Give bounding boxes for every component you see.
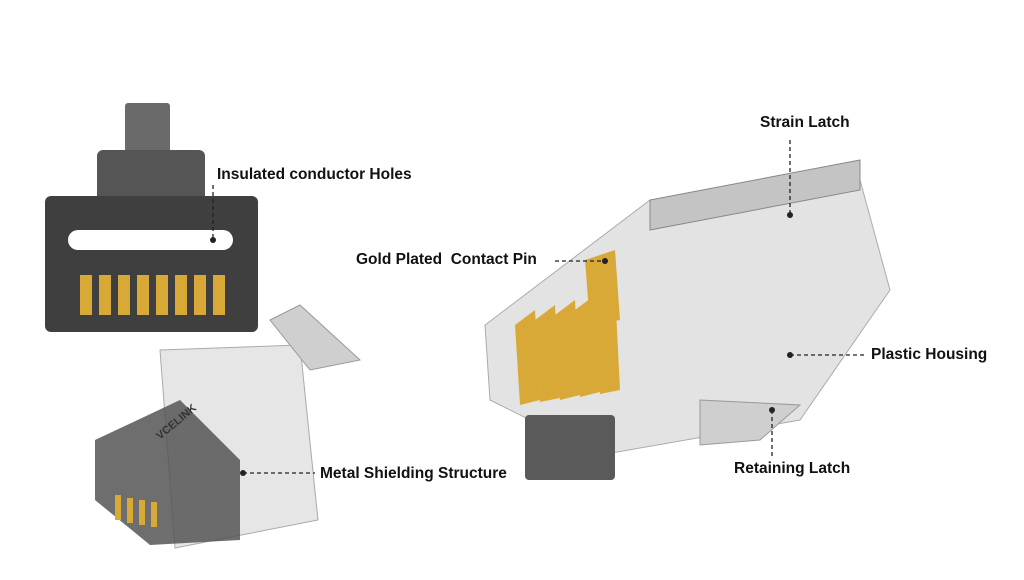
transparent-connector	[484, 159, 891, 480]
gold-pins	[515, 250, 620, 405]
label-metal-shielding: Metal Shielding Structure	[320, 465, 507, 482]
label-plastic-housing: Plastic Housing	[871, 346, 988, 363]
label-gold-pin: Gold Plated Contact Pin	[356, 251, 537, 268]
shielded-connector	[95, 304, 362, 549]
front-view-connector	[45, 103, 258, 332]
label-retaining-latch: Retaining Latch	[734, 460, 851, 477]
gold-pins-front	[80, 275, 225, 315]
label-strain-latch: Strain Latch	[760, 114, 850, 131]
label-insulated-holes: Insulated conductor Holes	[217, 166, 412, 183]
conductor-holes	[68, 230, 233, 250]
leader-lines	[212, 140, 865, 474]
